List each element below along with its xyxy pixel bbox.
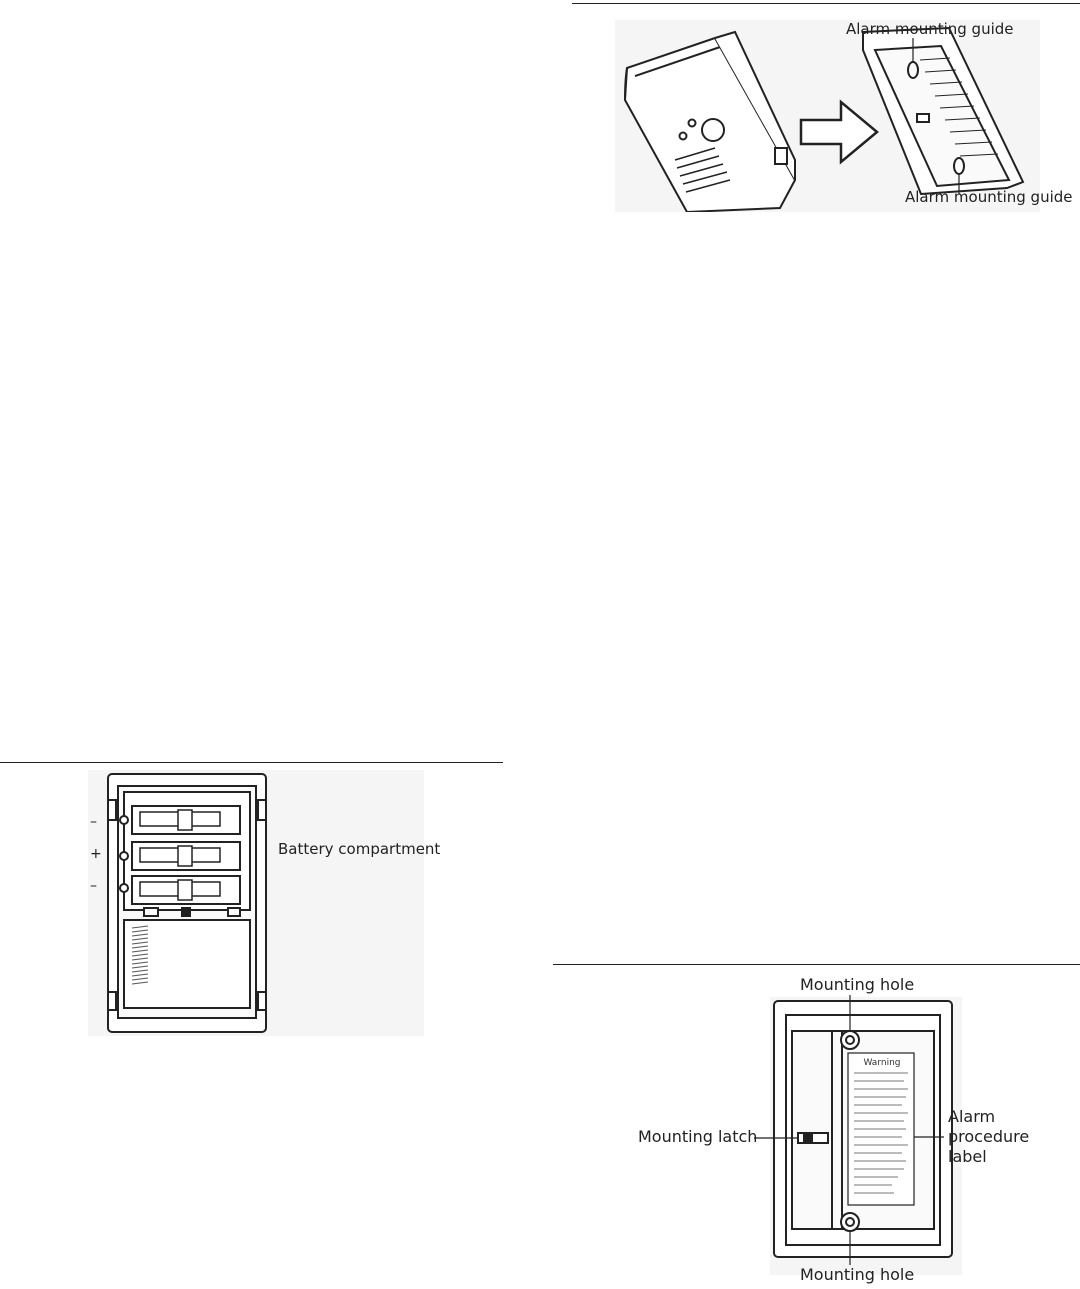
alarm-procedure-line-1: Alarm [948, 1107, 996, 1126]
battery-compartment-label: Battery compartment [278, 840, 441, 858]
alarm-mounting-guide-label-top: Alarm mounting guide [846, 20, 1014, 38]
alarm-to-bracket-illustration [615, 20, 1040, 214]
alarm-procedure-line-3: label [948, 1147, 987, 1166]
back-plate-illustration: Warning [754, 995, 962, 1275]
alarm-unit-drawing [623, 30, 797, 214]
battery-compartment-illustration [88, 770, 424, 1036]
figure-back-plate: Warning Mounting hole Mounting hole Moun… [636, 975, 1036, 1285]
section-rule-left [0, 762, 503, 763]
arrow-icon [799, 99, 879, 165]
section-rule-top-right [572, 3, 1080, 4]
polarity-plus: + [90, 846, 102, 862]
polarity-minus-top: – [90, 814, 97, 830]
warning-title: Warning [863, 1058, 900, 1068]
alarm-procedure-label-text: Alarm procedure label [948, 1107, 1038, 1167]
mounting-hole-top-label: Mounting hole [800, 975, 915, 994]
mounting-bracket-drawing [862, 26, 1025, 196]
polarity-minus-bottom: – [90, 878, 97, 894]
mounting-latch-label: Mounting latch [638, 1127, 758, 1146]
mounting-hole-bottom-label: Mounting hole [800, 1265, 915, 1284]
alarm-procedure-line-2: procedure [948, 1127, 1030, 1146]
figure-battery-compartment: – + – Battery compartment [88, 770, 440, 1036]
section-rule-bottom-right [553, 964, 1080, 965]
alarm-mounting-guide-label-bottom: Alarm mounting guide [905, 188, 1073, 206]
figure-mounting-guides: Alarm mounting guide Alarm mounting guid… [615, 20, 1073, 214]
